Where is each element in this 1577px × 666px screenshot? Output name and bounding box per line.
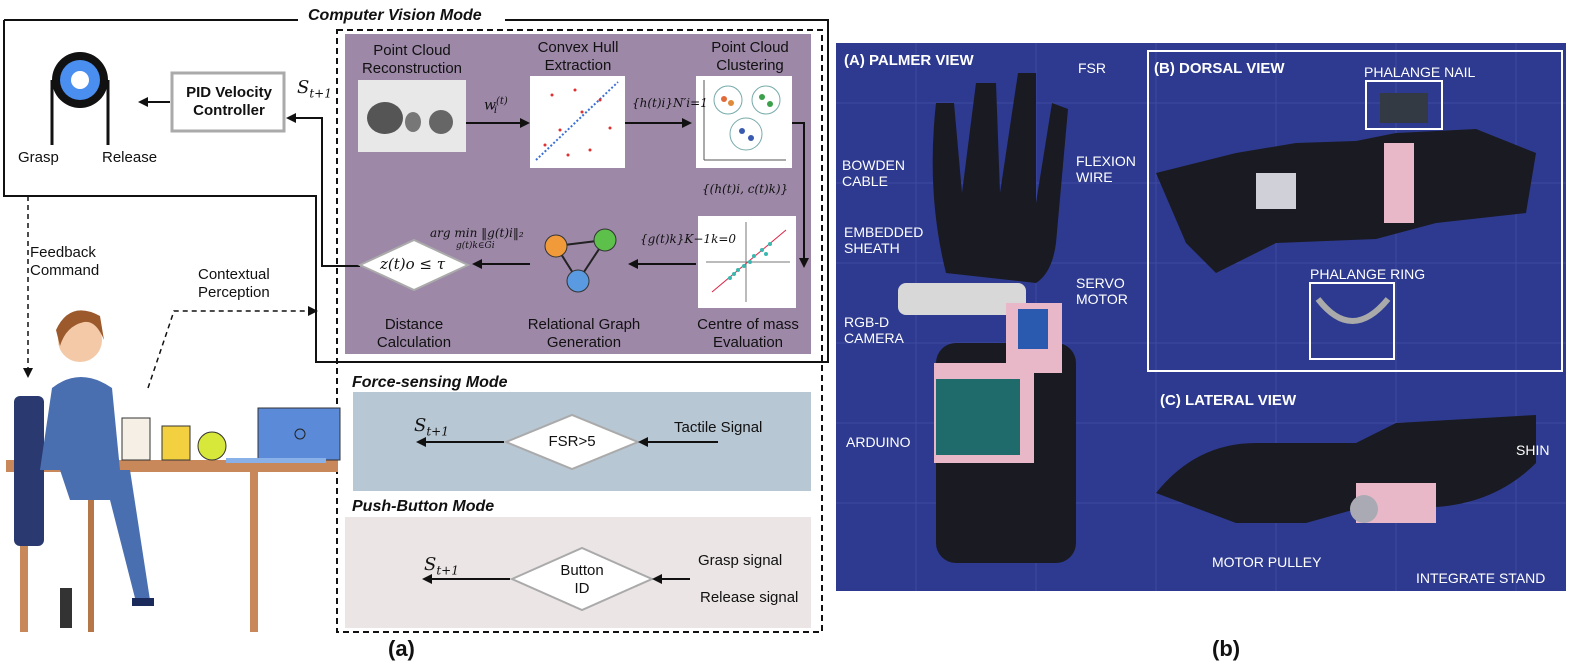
cv-state-label: St+1 bbox=[297, 77, 332, 101]
force-decision-label: FSR>5 bbox=[548, 433, 596, 450]
caption-a: (a) bbox=[388, 636, 415, 661]
palmer-view-title: (A) PALMER VIEW bbox=[844, 52, 974, 69]
grasp-signal-label: Grasp signal bbox=[698, 552, 783, 569]
cv-decision-math: z(t)o ≤ τ bbox=[380, 255, 446, 273]
bowden-cable-label: BOWDEN CABLE bbox=[842, 157, 905, 189]
shin-label: SHIN bbox=[1516, 442, 1550, 458]
diagram-lines bbox=[3, 19, 829, 633]
weight-math: w(t)i bbox=[484, 96, 508, 117]
g-set-math: {g(t)k}K−1k=0 bbox=[640, 232, 737, 246]
lateral-glove bbox=[1156, 415, 1536, 523]
pulley-icon bbox=[50, 52, 110, 145]
arduino-label: ARDUINO bbox=[846, 434, 911, 450]
feedback-command-label: Feedback Command bbox=[30, 244, 100, 279]
force-mode-title: Force-sensing Mode bbox=[352, 374, 508, 391]
point-cloud-label: Point Cloud Reconstruction bbox=[361, 42, 463, 77]
release-label: Release bbox=[102, 149, 158, 166]
cv-mode-frame bbox=[3, 19, 829, 363]
push-decision-label: Button ID bbox=[560, 562, 604, 597]
dorsal-frame bbox=[1147, 50, 1563, 372]
dorsal-glove bbox=[1156, 93, 1536, 324]
argmin-math: arg min ‖g(t)i‖₂ bbox=[430, 226, 524, 240]
fsr-label: FSR bbox=[1078, 60, 1106, 76]
argmin-sub-math: g(t)k∈Gi bbox=[456, 241, 495, 251]
clustering-label: Point Cloud Clustering bbox=[711, 39, 789, 74]
cv-decision-diamond bbox=[357, 238, 471, 292]
palmer-glove bbox=[898, 73, 1076, 563]
push-mode-title: Push-Button Mode bbox=[352, 498, 495, 515]
convex-hull-label: Convex Hull Extraction bbox=[537, 39, 619, 74]
pid-box bbox=[170, 71, 286, 133]
cv-mode-title: Computer Vision Mode bbox=[308, 7, 482, 24]
modes-dashed-frame bbox=[336, 29, 823, 633]
flexion-wire-label: FLEXION WIRE bbox=[1076, 153, 1136, 185]
rgbd-camera-label: RGB-D CAMERA bbox=[844, 314, 904, 346]
desk-illustration bbox=[6, 310, 341, 632]
clustering-thumb bbox=[696, 76, 792, 168]
integrate-stand-label: INTEGRATE STAND bbox=[1416, 570, 1546, 586]
pid-controller-label: PID Velocity Controller bbox=[186, 84, 272, 119]
dorsal-view-title: (B) DORSAL VIEW bbox=[1154, 60, 1285, 77]
convex-hull-thumb bbox=[530, 76, 625, 168]
release-signal-label: Release signal bbox=[700, 589, 799, 606]
contextual-perception-label: Contextual Perception bbox=[198, 266, 270, 301]
relational-graph-label: Relational Graph Generation bbox=[527, 316, 641, 351]
photo-panel bbox=[836, 43, 1566, 591]
caption-b: (b) bbox=[1212, 636, 1241, 661]
grasp-label: Grasp bbox=[18, 149, 59, 166]
motor-pulley-label: MOTOR PULLEY bbox=[1212, 554, 1322, 570]
relational-graph-icon bbox=[544, 228, 617, 293]
distance-label: Distance Calculation bbox=[376, 316, 452, 351]
force-output-label: St+1 bbox=[414, 415, 449, 439]
push-output-label: St+1 bbox=[424, 554, 459, 578]
phalange-ring-label: PHALANGE RING bbox=[1310, 266, 1426, 282]
lateral-view-title: (C) LATERAL VIEW bbox=[1160, 392, 1297, 409]
pair-set-math: {(h(t)i, c(t)k)} bbox=[702, 182, 789, 196]
servo-motor-label: SERVO MOTOR bbox=[1076, 275, 1128, 307]
hull-set-math: {h(t)i}N′i=1 bbox=[632, 96, 708, 110]
tactile-signal-label: Tactile Signal bbox=[674, 419, 763, 436]
embedded-sheath-label: EMBEDDED SHEATH bbox=[844, 224, 924, 256]
phalange-nail-label: PHALANGE NAIL bbox=[1364, 64, 1476, 80]
centre-mass-label: Centre of mass Evaluation bbox=[697, 316, 799, 351]
